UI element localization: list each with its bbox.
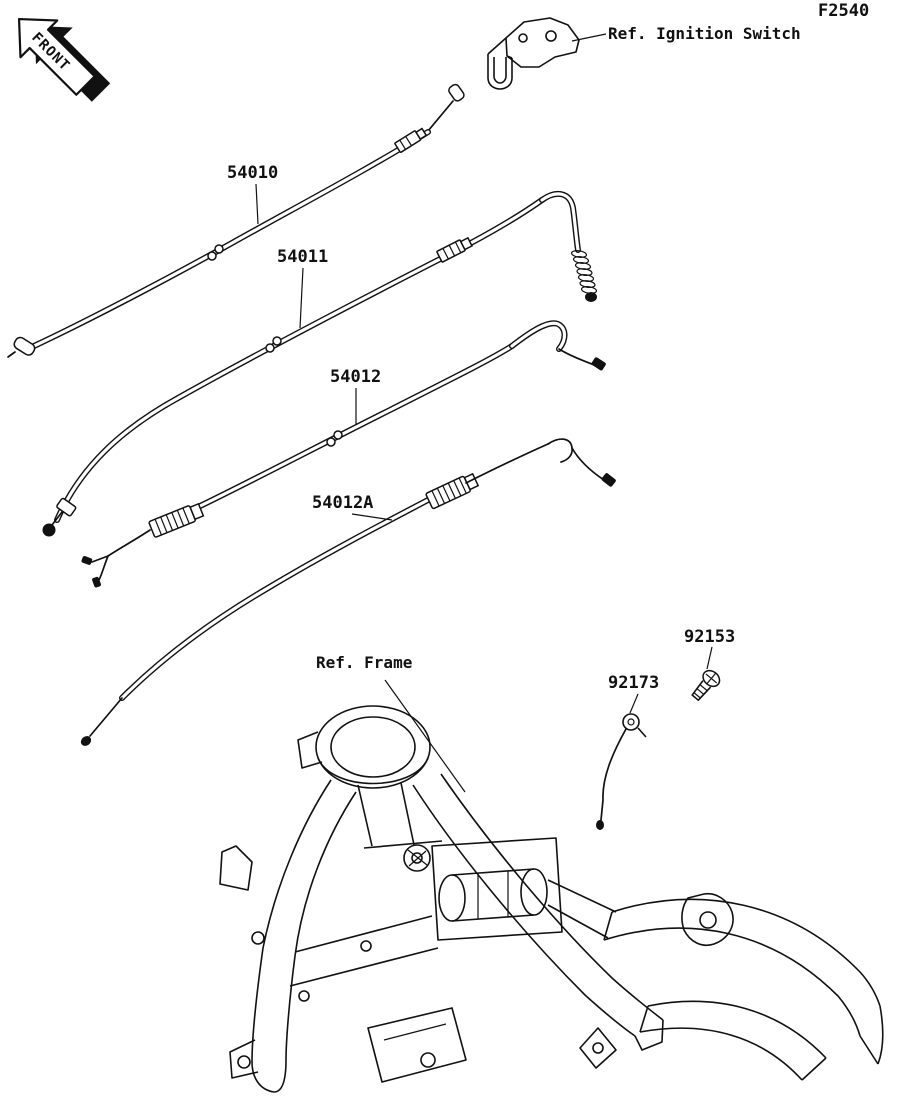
cable-54012 [81,320,606,588]
ref-ignition-switch-label: Ref. Ignition Switch [608,24,801,43]
part-label-54012a: 54012A [312,493,374,513]
ref-frame-label: Ref. Frame [316,653,413,672]
cable-54012a [80,438,616,746]
cable-54011 [42,190,598,537]
part-label-54011: 54011 [277,247,329,267]
figure-code: F2540 [818,1,870,21]
leader-lines [255,33,713,793]
cable-54010 [7,83,465,358]
ignition-switch-bracket [487,17,580,90]
part-92153-screw [691,669,721,701]
part-label-54012: 54012 [330,367,382,387]
part-label-92173: 92173 [608,673,660,693]
part-92173-guide [596,713,647,830]
front-arrow-icon: FRONT [17,17,111,102]
frame-reference-drawing [219,705,884,1093]
part-label-54010: 54010 [227,163,279,183]
part-label-92153: 92153 [684,627,736,647]
